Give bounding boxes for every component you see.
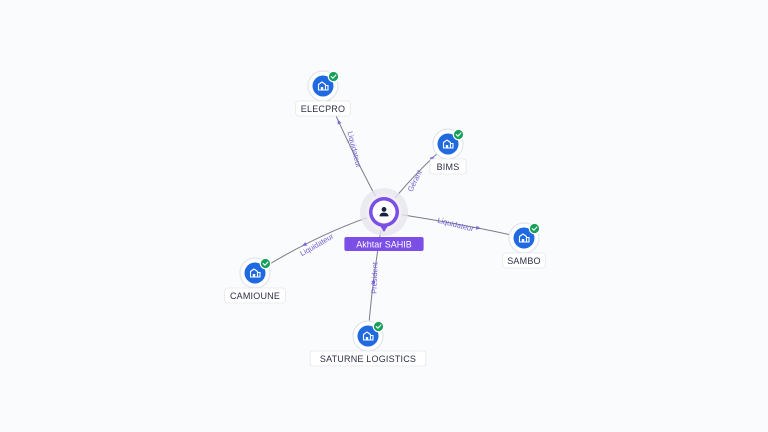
nodes-layer: ELECPRO BIMS SAMBO SATURNE LOGISTICS CAMIOUN…: [224, 70, 546, 367]
edge-arrow: [301, 242, 308, 247]
building-icon: [249, 268, 261, 278]
company-label-bg: [295, 100, 351, 117]
building-icon: [317, 81, 329, 91]
person-icon: [379, 207, 389, 217]
center-layer: Akhtar SAHIB: [344, 188, 424, 251]
verified-check-icon: [452, 128, 465, 141]
building-icon: [362, 331, 374, 341]
company-label-bg: [502, 252, 546, 269]
edge-label: Liquidateur: [346, 130, 364, 169]
company-name: CAMIOUNE: [230, 291, 280, 301]
company-name: BIMS: [437, 162, 460, 172]
edge-label: Président: [369, 261, 379, 294]
edge-label: Liquidateur: [437, 216, 476, 234]
edge-arrow: [337, 119, 342, 125]
company-node-elecpro[interactable]: ELECPRO: [295, 70, 351, 117]
person-name: Akhtar SAHIB: [356, 240, 412, 250]
company-name: SAMBO: [507, 256, 541, 266]
verified-check-icon: [372, 320, 385, 333]
company-node-bims[interactable]: BIMS: [429, 128, 467, 175]
edge-arrow: [371, 280, 376, 286]
edge-arrow: [429, 156, 435, 161]
company-name: SATURNE LOGISTICS: [320, 354, 416, 364]
building-icon: [442, 139, 454, 149]
edge-label: Gérant: [406, 168, 425, 193]
verified-check-icon: [327, 70, 340, 83]
company-label-bg: [309, 350, 427, 367]
company-node-saturne[interactable]: SATURNE LOGISTICS: [309, 320, 427, 367]
company-node-camioune[interactable]: CAMIOUNE: [224, 257, 286, 304]
company-label-bg: [429, 158, 467, 175]
verified-check-icon: [528, 222, 541, 235]
company-label-bg: [224, 287, 286, 304]
company-node-sambo[interactable]: SAMBO: [502, 222, 546, 269]
edge-arrow: [475, 225, 481, 230]
building-icon: [518, 233, 530, 243]
verified-check-icon: [259, 257, 272, 270]
company-name: ELECPRO: [301, 104, 345, 114]
person-node[interactable]: Akhtar SAHIB: [344, 188, 424, 251]
person-name-tag: [344, 237, 424, 251]
